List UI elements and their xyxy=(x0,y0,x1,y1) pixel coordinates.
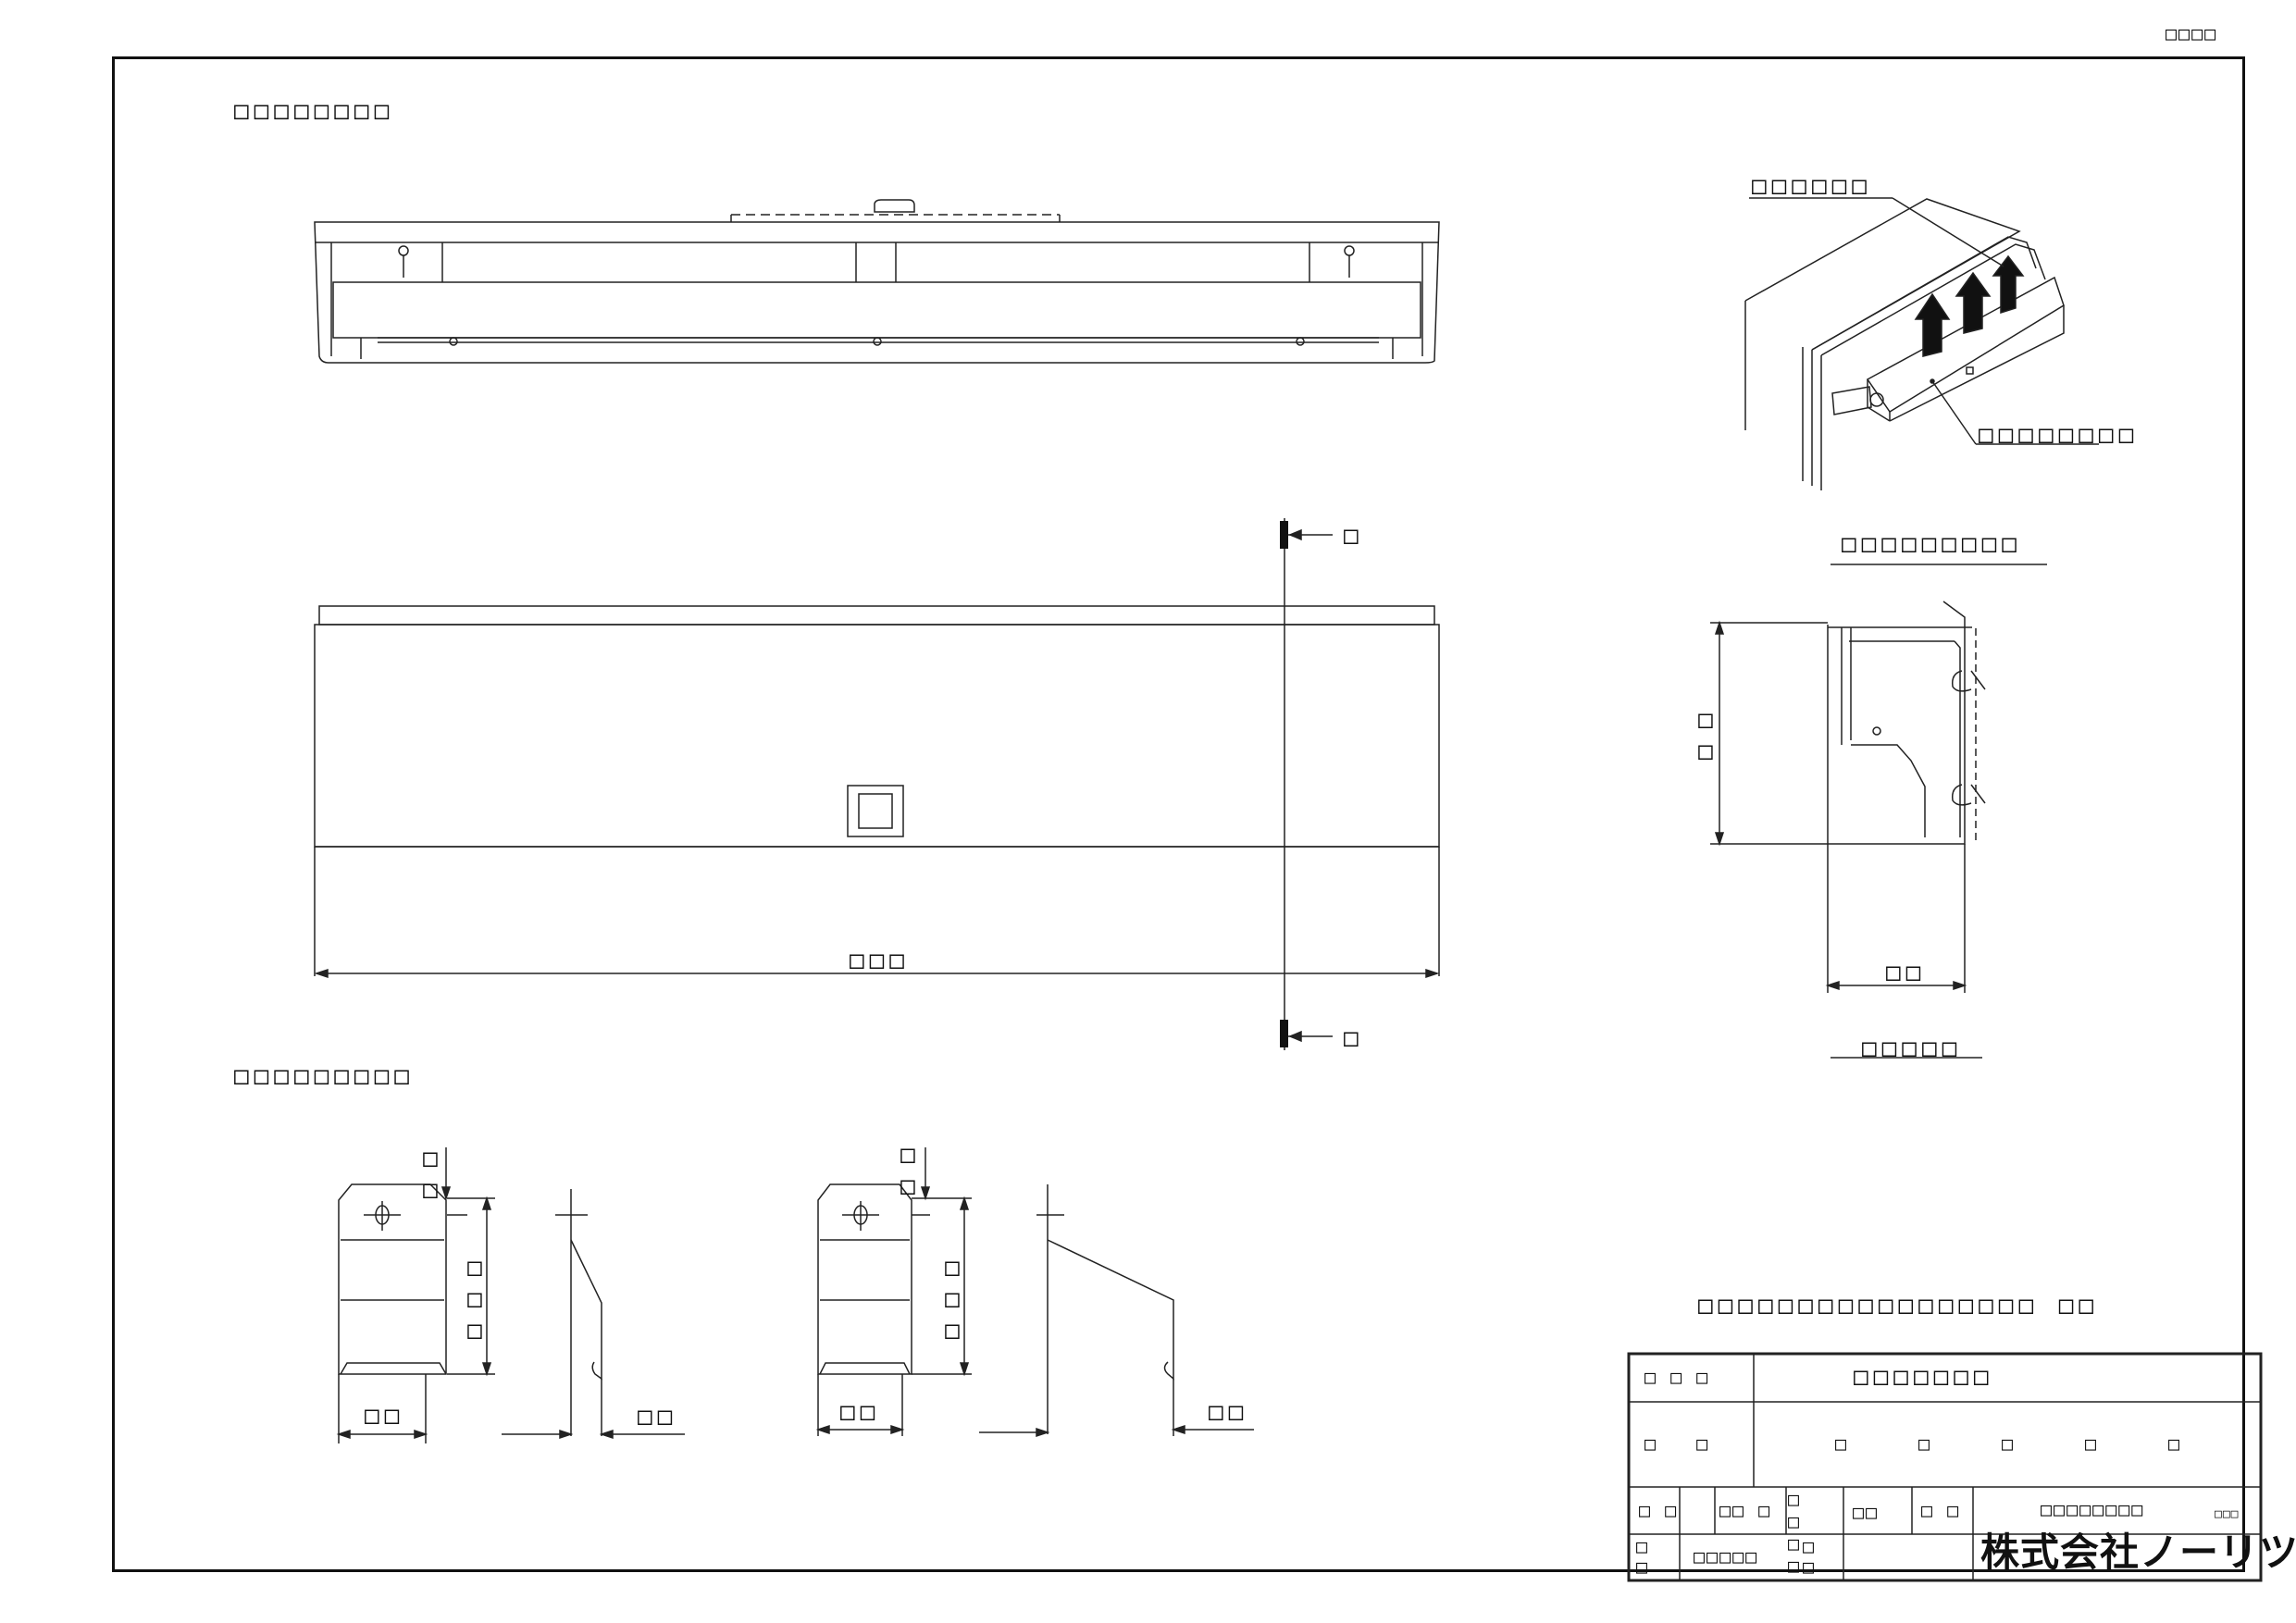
drawing-number: □□□□□□□□ xyxy=(2041,1498,2145,1520)
dimension-bracket1-height: □□□ xyxy=(461,1254,489,1348)
title-value-model-1: □ xyxy=(1835,1432,1849,1455)
dimension-bracket2-height: □□□ xyxy=(938,1254,966,1348)
installation-view-title: □□□□□□□□□ xyxy=(1842,530,2022,558)
dimension-section-height: □□ xyxy=(1692,706,1719,769)
title-label-scale: □ □ xyxy=(1639,1499,1679,1521)
dimension-section-depth: □□ xyxy=(1886,959,1927,986)
dimension-bracket2-hole-offset: □□ xyxy=(894,1141,922,1204)
detail-callout: □□□□□□ xyxy=(1752,172,1872,200)
bracket-2-drawing xyxy=(818,1147,1254,1436)
dimension-bracket1-hole-offset: □□ xyxy=(416,1145,444,1208)
title-block-grid xyxy=(1629,1354,2261,1580)
title-label-model: □ □ xyxy=(1644,1432,1710,1455)
title-value-name: □□□□□□□ xyxy=(1854,1363,1994,1391)
section-view-drawing xyxy=(1710,601,1985,1058)
drawing-frame xyxy=(112,56,2245,1572)
title-value-unit: □□ xyxy=(1853,1501,1880,1523)
company-logo-text: 株式会社ノーリツ xyxy=(1980,1530,2296,1575)
title-label-stack: □ □ □ □ xyxy=(1788,1488,1811,1577)
title-label-checked: □ □ xyxy=(1803,1535,1824,1578)
plan-view-drawing xyxy=(315,200,1439,363)
bracket-1-drawing xyxy=(339,1147,685,1443)
section-view-title: □□□□□ xyxy=(1862,1035,1963,1062)
section-marker-bottom: □ xyxy=(1344,1024,1364,1052)
title-value-model-5: □ xyxy=(2168,1432,2182,1455)
section-marker-top: □ xyxy=(1344,522,1364,550)
title-value-model-2: □ xyxy=(1918,1432,1932,1455)
plan-view-title: □□□□□□□□ xyxy=(234,97,395,125)
part-callout: □□□□□□□□ xyxy=(1979,421,2140,449)
installation-perspective-drawing xyxy=(1745,198,2099,564)
sheet-number: □□□□ xyxy=(2166,22,2218,44)
dimension-bracket1-width: □□ xyxy=(365,1402,405,1430)
dimension-bracket1-projection: □□ xyxy=(638,1403,678,1431)
dimension-bracket2-width: □□ xyxy=(840,1398,881,1426)
title-label-name: □ □ □ xyxy=(1644,1366,1710,1388)
front-view-drawing xyxy=(315,518,1439,1050)
title-value-model-4: □ xyxy=(2085,1432,2099,1455)
dimension-width-overall: □□□ xyxy=(850,947,910,974)
drawing-number-suffix: □□□ xyxy=(2215,1507,2240,1521)
title-label-date: □ □ xyxy=(1921,1499,1961,1521)
accessory-view-title: □□□□□□□□□ xyxy=(234,1062,415,1090)
title-value-scale: □□ □ xyxy=(1719,1499,1772,1521)
title-label-approved: □ □ xyxy=(1636,1535,1657,1578)
installation-note: □□□□□□□□□□□□□□□□□ □□ xyxy=(1698,1292,2100,1319)
dimension-bracket2-projection: □□ xyxy=(1209,1398,1249,1426)
title-value-approved: □□□□□ xyxy=(1694,1545,1759,1567)
title-value-model-3: □ xyxy=(2002,1432,2016,1455)
